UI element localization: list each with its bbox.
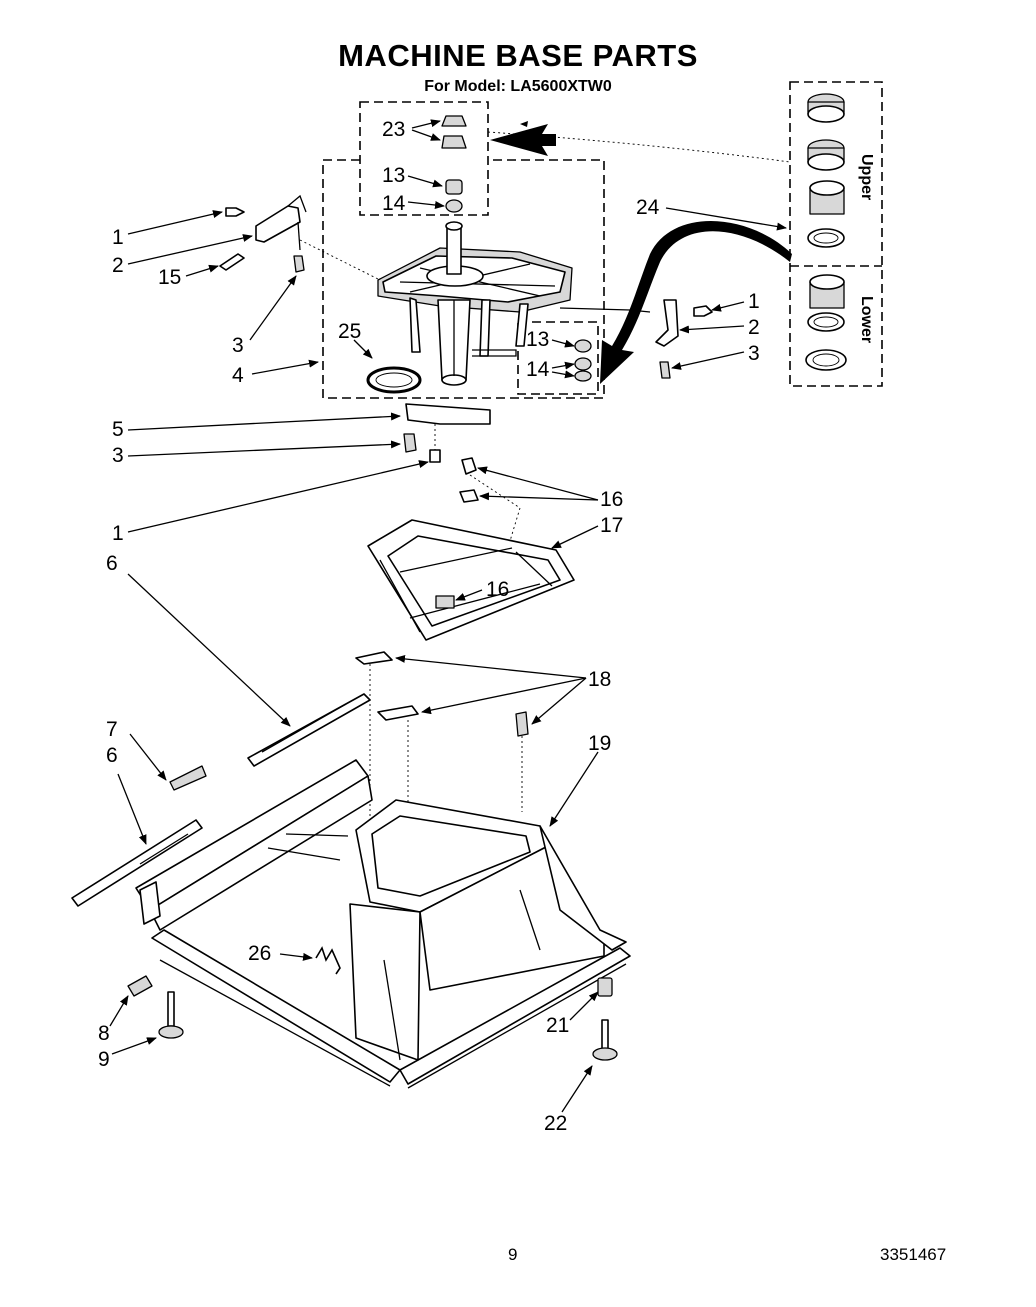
callout-1-upper-left: 1 xyxy=(112,226,124,249)
part-6-strip-upper xyxy=(247,693,371,767)
part-18-clip-right xyxy=(515,711,529,737)
callout-24: 24 xyxy=(636,196,660,219)
upper-kit-arrow xyxy=(490,124,556,156)
callout-26: 26 xyxy=(248,942,271,965)
callout-leaders xyxy=(109,119,787,1113)
callout-8: 8 xyxy=(98,1022,110,1045)
part-17-tub-support xyxy=(367,519,575,641)
callout-16-lower: 16 xyxy=(486,578,509,601)
callout-2-right: 2 xyxy=(748,316,760,339)
callout-22: 22 xyxy=(544,1112,567,1135)
part-2-bracket-left xyxy=(255,205,301,243)
upper-kit-box xyxy=(359,101,489,216)
part-5-bracket xyxy=(405,403,491,425)
part-1-bolt-left xyxy=(225,207,245,217)
callout-6-lower: 6 xyxy=(106,744,118,767)
callout-1-right: 1 xyxy=(748,290,760,313)
callout-13-lower: 13 xyxy=(526,328,549,351)
callout-19: 19 xyxy=(588,732,611,755)
lower-kit-arrow xyxy=(600,220,792,384)
page-number: 9 xyxy=(508,1245,518,1264)
callout-18: 18 xyxy=(588,668,611,691)
callout-17: 17 xyxy=(600,514,623,537)
upper-bearings-label: Upper xyxy=(858,154,875,200)
part-1-bolt-center xyxy=(429,449,441,463)
page-title: MACHINE BASE PARTS xyxy=(338,38,698,73)
part-23-upper xyxy=(441,115,467,127)
part-19-base-frame xyxy=(135,759,631,1089)
callout-6-upper: 6 xyxy=(106,552,118,575)
part-25-seal xyxy=(366,366,422,394)
part-18-plate-mid xyxy=(377,705,419,721)
bearing-kit-box xyxy=(789,81,883,387)
callout-numbers: 1 2 15 3 4 25 23 13 14 24 1 2 3 13 14 5 … xyxy=(98,118,760,1135)
part-22-leveling-leg xyxy=(601,1019,609,1051)
callout-21: 21 xyxy=(546,1014,569,1037)
part-8-foot-insert xyxy=(127,975,153,997)
part-9-leveling-leg xyxy=(167,991,175,1027)
model-subtitle: For Model: LA5600XTW0 xyxy=(424,78,612,95)
document-number: 3351467 xyxy=(880,1245,947,1264)
transmission-assembly-box xyxy=(322,159,605,399)
part-3-spring-left xyxy=(293,255,305,273)
callout-5: 5 xyxy=(112,418,124,441)
part-15-pin xyxy=(219,253,245,271)
transmission-assembly xyxy=(377,221,651,386)
part-13-lower xyxy=(574,339,592,353)
lower-kit-box xyxy=(517,321,599,395)
part-7-spring xyxy=(169,765,207,791)
part-3-spring-center xyxy=(403,433,417,453)
part-18-plate-top xyxy=(355,651,393,665)
callout-1-center: 1 xyxy=(112,522,124,545)
callout-3-right: 3 xyxy=(748,342,760,365)
part-21-foot-insert xyxy=(597,977,613,997)
part-6-strip-lower xyxy=(71,819,203,907)
part-3-spring-right xyxy=(659,361,671,379)
callout-3-center: 3 xyxy=(112,444,124,467)
lower-bearings-label: Lower xyxy=(858,296,875,343)
callout-25: 25 xyxy=(338,320,361,343)
part-14-lower xyxy=(574,357,592,371)
part-16-clip-mid xyxy=(459,489,479,503)
callout-7: 7 xyxy=(106,718,118,741)
callout-9: 9 xyxy=(98,1048,110,1071)
callout-4: 4 xyxy=(232,364,244,387)
callout-16-upper: 16 xyxy=(600,488,623,511)
callout-23: 23 xyxy=(382,118,405,141)
part-16-clip-bottom xyxy=(435,595,455,609)
part-26-clip xyxy=(315,946,341,975)
callout-2-upper-left: 2 xyxy=(112,254,124,277)
callout-14-upper: 14 xyxy=(382,192,406,215)
bearing-kit-parts xyxy=(805,93,847,371)
callout-3-left: 3 xyxy=(232,334,244,357)
callout-13-upper: 13 xyxy=(382,164,405,187)
callout-14-lower: 14 xyxy=(526,358,550,381)
part-13-upper xyxy=(445,179,463,195)
part-14-upper xyxy=(445,199,463,213)
part-1-bolt-right xyxy=(693,305,713,317)
part-2-bracket-right xyxy=(655,299,679,347)
part-16-clip-top xyxy=(461,457,477,475)
callout-15: 15 xyxy=(158,266,181,289)
